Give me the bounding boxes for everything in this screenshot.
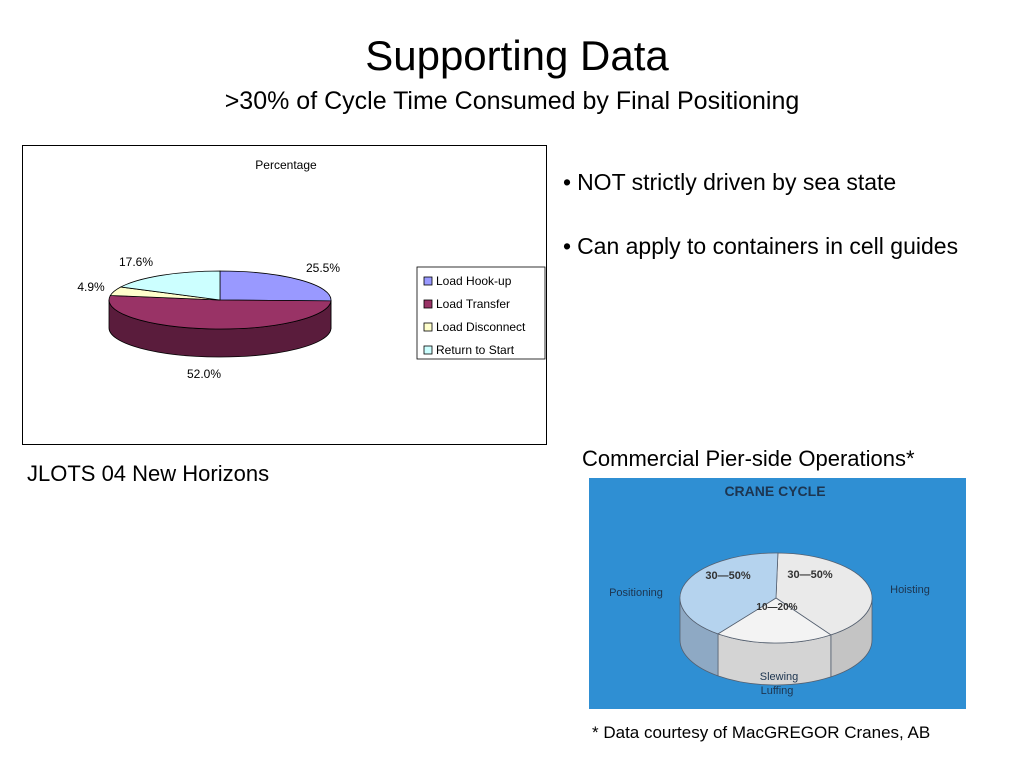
legend-label: Load Transfer (436, 297, 510, 311)
legend-swatch (423, 276, 433, 286)
slide-title: Supporting Data (365, 32, 669, 79)
category-label: Hoisting (890, 584, 930, 596)
commercial-caption: Commercial Pier-side Operations* (582, 446, 915, 471)
legend-box (416, 266, 546, 360)
jlots-pie-chart: Percentage 25.5% 52.0% 4.9% 17.6% Load Hook-u… (22, 145, 547, 445)
legend-label: Return to Start (436, 343, 515, 357)
bullet-item: •Can apply to containers in cell guides (563, 230, 958, 262)
data-credit: * Data courtesy of MacGREGOR Cranes, AB (592, 723, 931, 742)
pie-slice (717, 597, 832, 644)
crane-cycle-image: CRANE CYCLE 30—50% 30—50% 10—20% Positioning… (589, 478, 966, 709)
crane-chart-title: CRANE CYCLE (724, 483, 825, 499)
data-label: 4.9% (77, 280, 105, 294)
category-label: Slewing (760, 671, 799, 683)
slide-subtitle: >30% of Cycle Time Consumed by Final Pos… (224, 87, 800, 115)
legend-swatch (423, 299, 433, 309)
crane-cycle-svg: CRANE CYCLE 30—50% 30—50% 10—20% Positioning… (589, 478, 966, 709)
category-label: Positioning (609, 587, 663, 599)
slice-label: 30—50% (705, 570, 750, 582)
jlots-pie-chart-svg: Percentage 25.5% 52.0% 4.9% 17.6% Load Hook-u… (77, 158, 546, 381)
jlots-caption: JLOTS 04 New Horizons (27, 461, 270, 486)
legend-label: Load Disconnect (436, 320, 526, 334)
data-label: 25.5% (306, 261, 340, 275)
data-label: 17.6% (119, 255, 153, 269)
bullet-text: Can apply to containers in cell guides (577, 233, 959, 259)
legend-swatch (423, 322, 433, 332)
slice-label: 10—20% (756, 602, 797, 613)
bullet-marker: • (563, 169, 572, 195)
pie-slice (119, 270, 221, 301)
pie-slice (108, 295, 332, 330)
bullet-text: NOT strictly driven by sea state (577, 169, 897, 195)
slice-label: 30—50% (787, 569, 832, 581)
legend-label: Load Hook-up (436, 274, 512, 288)
bullet-item: •NOT strictly driven by sea state (563, 166, 896, 198)
category-label: Luffing (761, 685, 794, 697)
pie-slice (775, 552, 873, 636)
chart-title: Percentage (255, 158, 317, 172)
data-label: 52.0% (187, 367, 221, 381)
legend-swatch (423, 345, 433, 355)
pie-slice (219, 270, 332, 302)
pie-slice (679, 552, 779, 635)
bullet-marker: • (563, 233, 572, 259)
